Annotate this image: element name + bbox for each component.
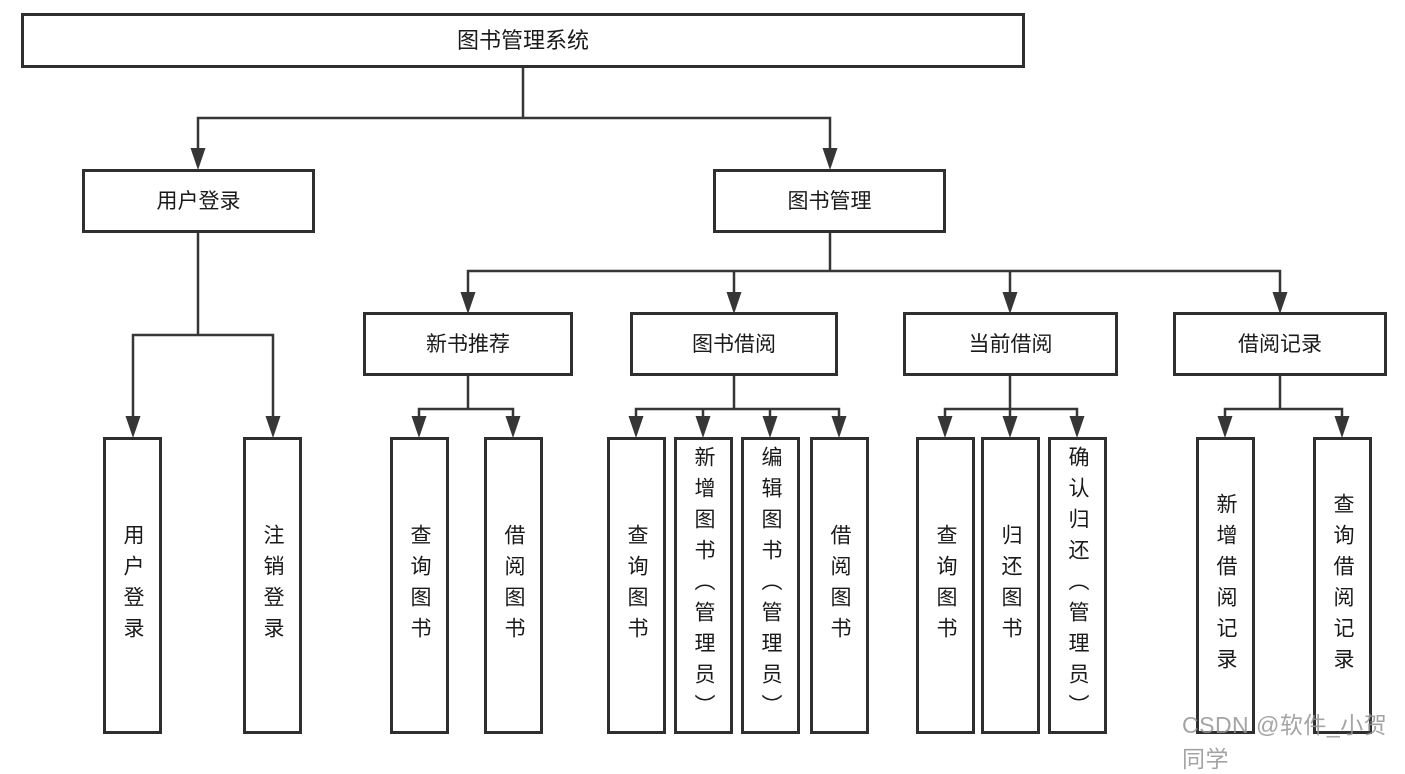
node-new-book-recommend: 新书推荐: [363, 312, 573, 376]
leaf-query-borrow-record-label: 查询借阅记录: [1331, 492, 1354, 679]
leaf-confirm-return-admin-label: 确认归还（管理员）: [1066, 446, 1089, 725]
leaf-return-books-label: 归还图书: [999, 523, 1022, 648]
leaf-logout-label: 注销登录: [261, 523, 284, 648]
node-new-book-recommend-label: 新书推荐: [426, 332, 510, 356]
leaf-borrow-books-label: 借阅图书: [828, 523, 851, 648]
node-library-system-label: 图书管理系统: [456, 27, 589, 53]
leaf-borrow-books-recommend: 借阅图书: [484, 437, 543, 734]
node-library-system: 图书管理系统: [21, 13, 1025, 68]
leaf-add-books-admin-label: 新增图书（管理员）: [692, 446, 715, 725]
leaf-query-books-current-label: 查询图书: [934, 523, 957, 648]
leaf-borrow-books-recommend-label: 借阅图书: [502, 523, 525, 648]
connector-lines: [125, 66, 1350, 438]
leaf-user-login-label: 用户登录: [121, 523, 144, 648]
leaf-add-books-admin: 新增图书（管理员）: [674, 437, 733, 734]
node-book-borrowing-label: 图书借阅: [692, 332, 776, 356]
leaf-query-books-current: 查询图书: [916, 437, 975, 734]
leaf-query-books-recommend: 查询图书: [390, 437, 449, 734]
leaf-edit-books-admin-label: 编辑图书（管理员）: [759, 446, 782, 725]
leaf-return-books: 归还图书: [981, 437, 1040, 734]
leaf-query-books-borrowing-label: 查询图书: [625, 523, 648, 648]
node-current-borrowing-label: 当前借阅: [968, 332, 1053, 356]
leaf-logout: 注销登录: [243, 437, 302, 734]
node-user-login-group: 用户登录: [82, 169, 315, 233]
node-book-borrowing: 图书借阅: [630, 312, 838, 376]
node-user-login-group-label: 用户登录: [156, 189, 241, 213]
leaf-query-borrow-record: 查询借阅记录: [1313, 437, 1372, 734]
node-borrowing-records-label: 借阅记录: [1238, 332, 1322, 356]
csdn-watermark: CSDN @软件_小贺同学: [1182, 712, 1388, 772]
leaf-borrow-books: 借阅图书: [810, 437, 869, 734]
node-current-borrowing: 当前借阅: [903, 312, 1118, 376]
leaf-query-books-borrowing: 查询图书: [607, 437, 666, 734]
node-book-management-label: 图书管理: [787, 189, 872, 213]
leaf-user-login: 用户登录: [103, 437, 162, 734]
leaf-add-borrow-record-label: 新增借阅记录: [1214, 492, 1237, 679]
leaf-query-books-recommend-label: 查询图书: [408, 523, 431, 648]
leaf-confirm-return-admin: 确认归还（管理员）: [1048, 437, 1107, 734]
node-book-management: 图书管理: [713, 169, 946, 233]
leaf-add-borrow-record: 新增借阅记录: [1196, 437, 1255, 734]
leaf-edit-books-admin: 编辑图书（管理员）: [741, 437, 800, 734]
org-chart: 图书管理系统 用户登录 图书管理 新书推荐 图书借阅 当前借阅 借阅记录 用户登…: [21, 13, 1387, 772]
node-borrowing-records: 借阅记录: [1173, 312, 1387, 376]
